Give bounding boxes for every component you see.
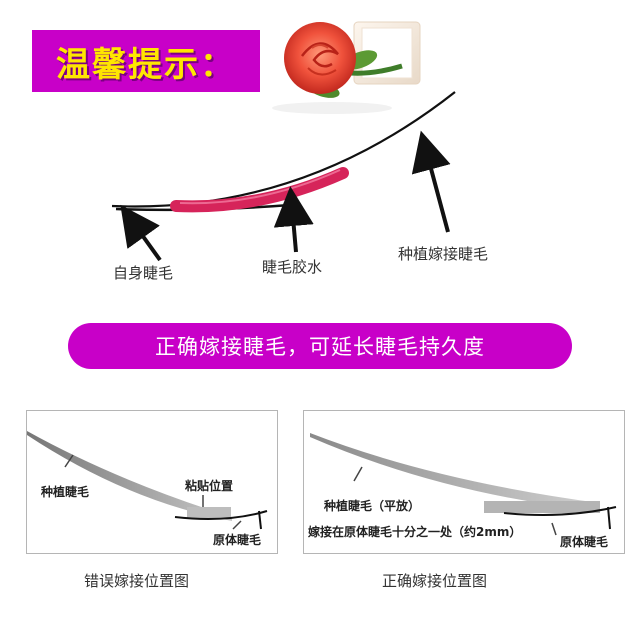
arrow-natural-lash xyxy=(120,204,162,262)
label-lash-glue: 睫毛胶水 xyxy=(262,258,323,276)
caption-wrong-position: 错误嫁接位置图 xyxy=(84,572,190,590)
label-natural-lash: 自身睫毛 xyxy=(113,264,174,282)
tip-pill-banner: 正确嫁接睫毛，可延长睫毛持久度 xyxy=(68,323,572,369)
label-natural-lash: 原体睫毛 xyxy=(213,533,262,547)
extension-lash-line xyxy=(111,91,456,208)
label-extension-lash: 种植嫁接睫毛 xyxy=(398,245,489,263)
tip-banner: 温馨提示： xyxy=(32,30,260,92)
label-natural-lash: 原体睫毛 xyxy=(560,535,609,549)
label-graft-note: 嫁接在原体睫毛十分之一处（约2mm） xyxy=(308,525,522,539)
rose-image xyxy=(262,8,432,118)
pill-text: 正确嫁接睫毛，可延长睫毛持久度 xyxy=(155,335,485,359)
caption-correct-position: 正确嫁接位置图 xyxy=(382,572,488,590)
glue-tube xyxy=(170,167,349,213)
wrong-position-panel: 种植睫毛 粘贴位置 原体睫毛 xyxy=(26,410,278,554)
label-glue-position: 粘贴位置 xyxy=(185,479,234,493)
correct-position-panel: 种植睫毛（平放） 嫁接在原体睫毛十分之一处（约2mm） 原体睫毛 xyxy=(303,410,625,554)
eyelash-extension-diagram xyxy=(111,91,456,262)
natural-lash-line xyxy=(503,506,617,516)
wrong-position-diagram xyxy=(27,431,268,530)
arrow-extension-lash xyxy=(411,130,451,233)
banner-title: 温馨提示： xyxy=(56,44,236,85)
arrow-lash-glue xyxy=(273,186,314,253)
label-extension-lash: 种植睫毛 xyxy=(41,485,90,499)
correct-position-diagram xyxy=(310,433,617,536)
label-extension-lash-flat: 种植睫毛（平放） xyxy=(324,499,421,513)
